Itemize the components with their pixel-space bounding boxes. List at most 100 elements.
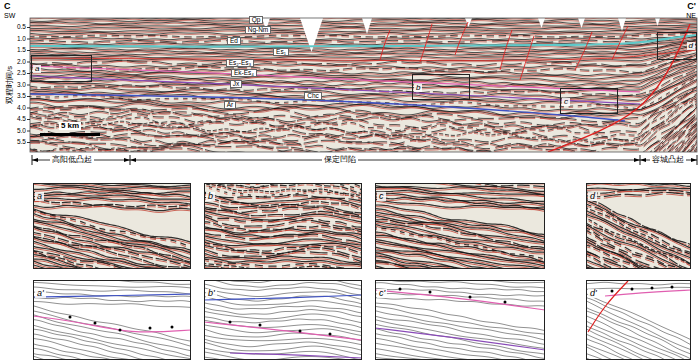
interpretation-lines xyxy=(33,301,191,307)
seismic-section xyxy=(30,133,697,152)
seismic-zoom xyxy=(586,260,691,269)
pick-marker xyxy=(171,326,174,329)
seismic-section xyxy=(30,105,697,152)
fault-line xyxy=(380,30,390,60)
pick-marker xyxy=(229,321,232,324)
seismic-zoom xyxy=(586,223,691,269)
fault-line xyxy=(420,24,432,62)
horizon-line xyxy=(30,76,640,104)
seismic-section xyxy=(30,18,697,152)
axis-tick-label: 5.0 xyxy=(17,128,26,135)
pick-marker xyxy=(259,324,262,327)
stratum-label: Ek-Es₄ xyxy=(231,69,257,78)
interpretation-lines xyxy=(375,283,545,292)
seismic-section xyxy=(30,132,697,152)
seismic-section xyxy=(30,114,697,152)
interpretation-lines xyxy=(33,334,191,360)
fault-line xyxy=(612,26,628,60)
region-bar xyxy=(130,158,136,162)
pick-marker xyxy=(94,322,97,325)
axis-tick xyxy=(27,62,30,63)
seismic-zoom xyxy=(33,206,191,212)
seismic-section xyxy=(30,47,697,66)
seismic-section xyxy=(30,147,697,152)
horizon-line xyxy=(33,294,191,297)
axis-tick xyxy=(27,27,30,28)
seismic-section xyxy=(30,104,697,148)
seismic-zoom xyxy=(375,228,545,259)
interpretation-lines xyxy=(586,299,691,351)
stratum-label: Ng-Nm xyxy=(245,26,272,35)
seismic-section xyxy=(30,101,697,147)
interpretation-lines xyxy=(375,293,545,301)
seismic-section xyxy=(30,123,697,152)
seismic-section xyxy=(30,149,697,152)
axis-tick-label: 2.5 xyxy=(17,70,26,77)
pick-marker xyxy=(504,301,507,304)
region-bar xyxy=(634,158,640,162)
axis-tick-label: 2.0 xyxy=(17,59,26,66)
interpretation-lines xyxy=(586,287,691,289)
panel-ground xyxy=(204,280,362,360)
panel-letter: b xyxy=(206,192,215,201)
pick-marker xyxy=(671,286,674,289)
axis-tick-label: 0.5 xyxy=(17,24,26,31)
interpretation-lines xyxy=(586,297,691,347)
interpretation-lines xyxy=(375,280,545,360)
interpretation-lines xyxy=(375,323,545,354)
figure-panel: d xyxy=(586,183,691,269)
horizon-line xyxy=(30,66,640,92)
seismic-zoom xyxy=(586,199,691,249)
fault-line xyxy=(548,24,690,152)
seismic-zoom xyxy=(586,183,691,269)
seismic-section xyxy=(30,32,697,36)
seismic-section xyxy=(30,124,697,152)
seismic-section xyxy=(30,116,697,152)
section-end-label: C xyxy=(4,2,11,11)
seismic-section xyxy=(30,127,697,152)
seismic-zoom xyxy=(33,183,191,269)
seismic-section xyxy=(30,134,697,152)
seismic-section xyxy=(30,144,697,152)
axis-tick-label: 5.5 xyxy=(17,139,26,146)
seismic-zoom xyxy=(375,185,545,195)
panel-letter: b' xyxy=(206,289,217,298)
axis-tick xyxy=(27,73,30,74)
section-frame xyxy=(30,18,697,152)
interpretation-lines xyxy=(586,337,691,360)
seismic-section xyxy=(30,105,697,152)
section-end-label: C' xyxy=(687,2,696,11)
horizon-line xyxy=(33,316,191,332)
seismic-zoom xyxy=(33,201,191,208)
horizon-line xyxy=(230,353,362,358)
figure-panel: b xyxy=(204,183,362,269)
region-label: 高阳低凸起 xyxy=(50,156,94,164)
seismic-section xyxy=(30,48,697,67)
interpretation-lines xyxy=(33,280,191,360)
axis-tick-label: 3.5 xyxy=(17,93,26,100)
fault-line xyxy=(520,36,534,80)
interpretation-lines xyxy=(33,305,191,341)
interpretation-lines xyxy=(204,280,362,290)
seismic-section xyxy=(30,142,697,152)
axis-tick xyxy=(27,142,30,143)
seismic-zoom xyxy=(586,237,691,269)
axis-tick-label: 1.0 xyxy=(17,36,26,43)
interpretation-lines xyxy=(586,282,691,284)
pick-marker xyxy=(299,330,302,333)
seismic-section xyxy=(30,115,697,152)
scale-bar xyxy=(40,133,100,136)
seismic-section xyxy=(30,148,697,152)
panel-letter: d xyxy=(687,42,695,50)
horizon-line xyxy=(30,50,697,61)
stratum-label: Es₂-Es₃ xyxy=(226,59,255,68)
stratum-label: Ar xyxy=(224,101,237,110)
seismic-section xyxy=(30,144,697,152)
seismic-section xyxy=(30,141,697,152)
figure-panel: c' xyxy=(375,280,545,360)
panel-letter: b xyxy=(414,84,422,92)
interpretation-lines xyxy=(33,282,191,288)
horizon-line xyxy=(588,281,628,332)
seismic-zoom xyxy=(586,254,691,269)
seismic-zoom xyxy=(586,184,691,188)
